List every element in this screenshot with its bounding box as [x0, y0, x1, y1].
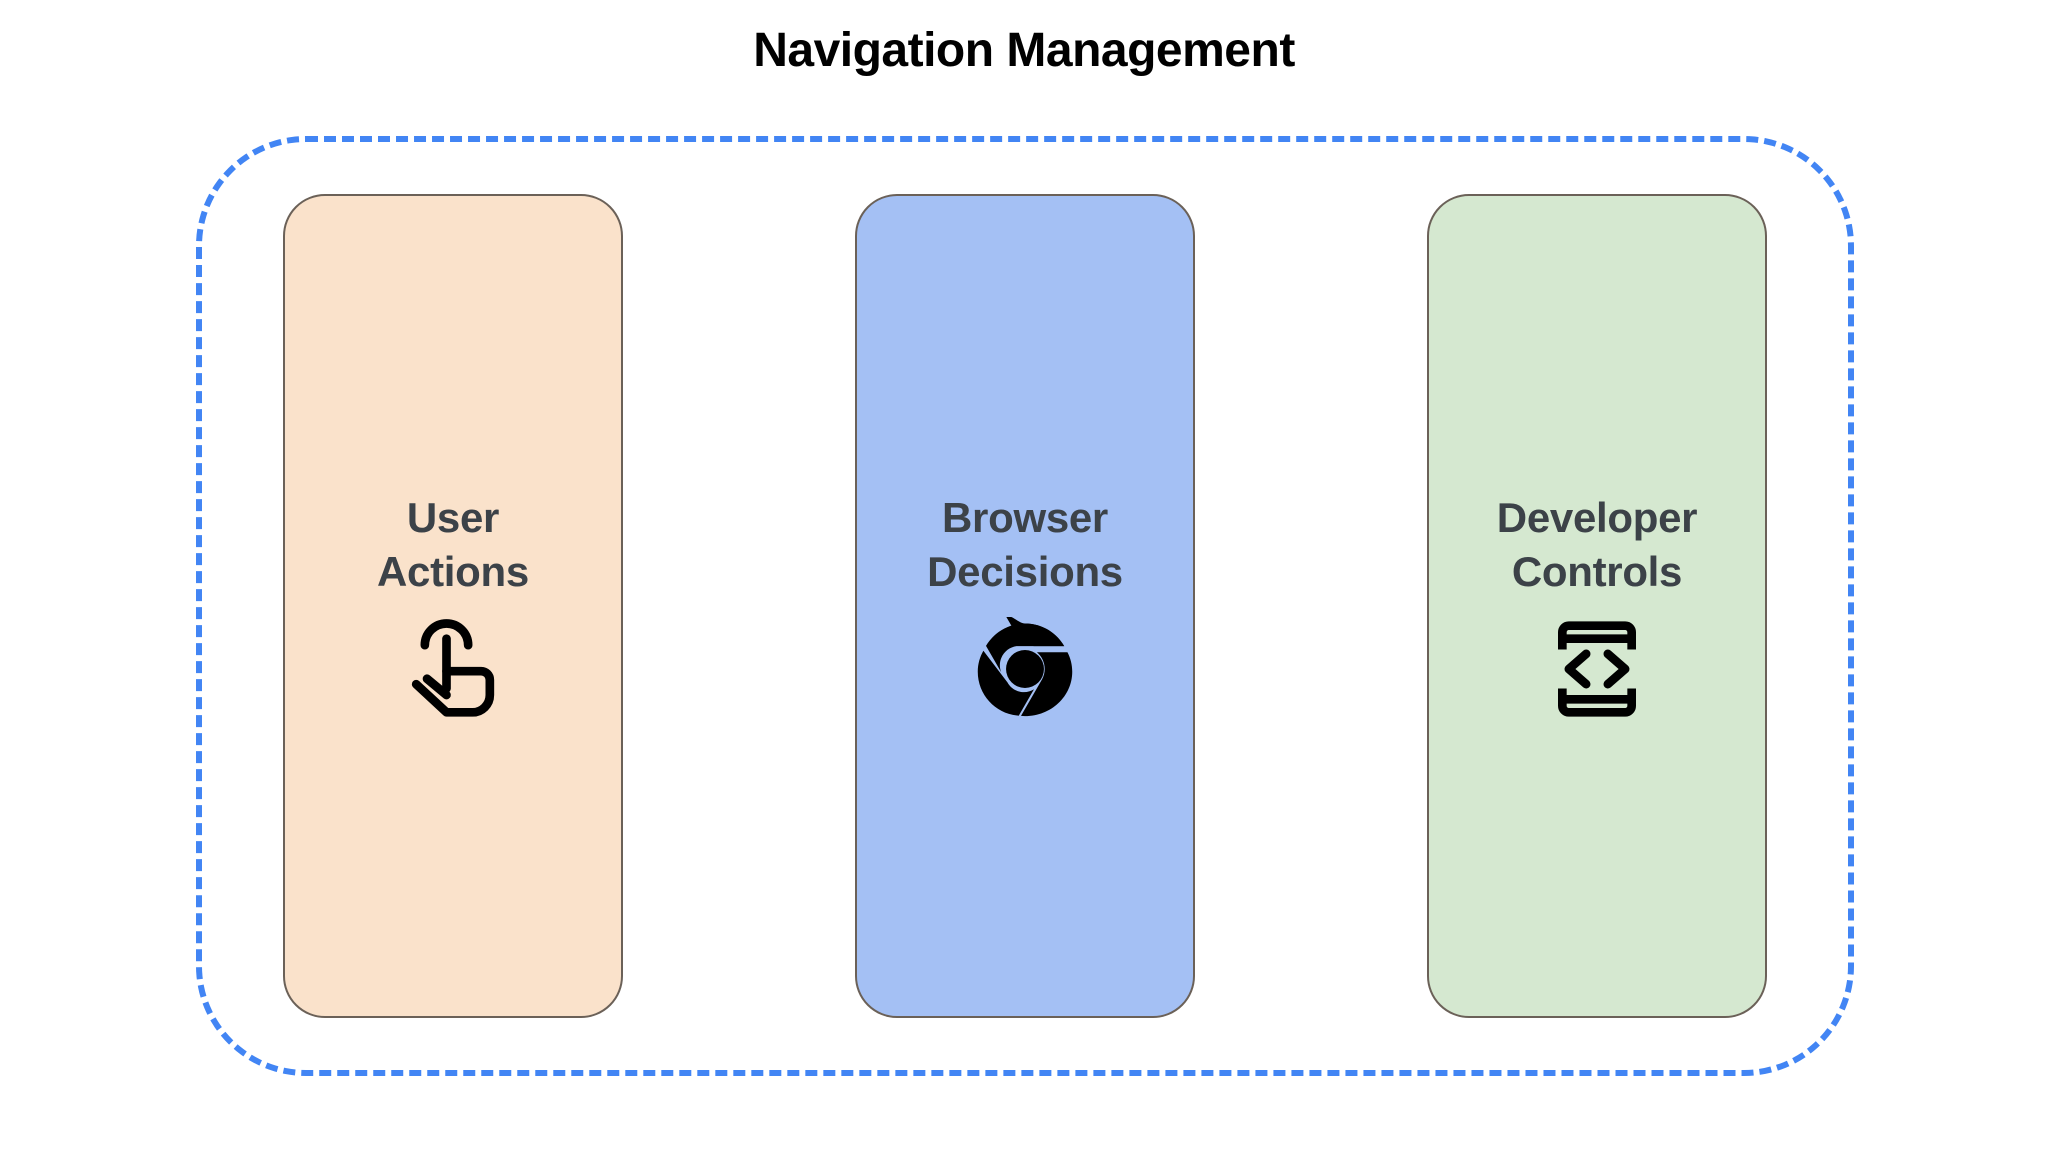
chrome-browser-icon — [973, 616, 1077, 721]
page-title: Navigation Management — [753, 24, 1295, 77]
touch-tap-gesture-icon — [401, 617, 505, 721]
developer-mode-code-icon — [1545, 617, 1649, 721]
card-label-browser-decisions: Browser Decisions — [927, 494, 1123, 595]
navigation-management-group-container — [196, 136, 1854, 1076]
card-developer-controls[interactable]: Developer Controls — [1427, 194, 1767, 1018]
cards-row: User Actions Browser Decisions — [196, 136, 1854, 1076]
card-user-actions[interactable]: User Actions — [283, 194, 623, 1018]
card-label-user-actions: User Actions — [377, 494, 529, 595]
card-label-developer-controls: Developer Controls — [1496, 494, 1698, 595]
card-browser-decisions[interactable]: Browser Decisions — [855, 194, 1195, 1018]
